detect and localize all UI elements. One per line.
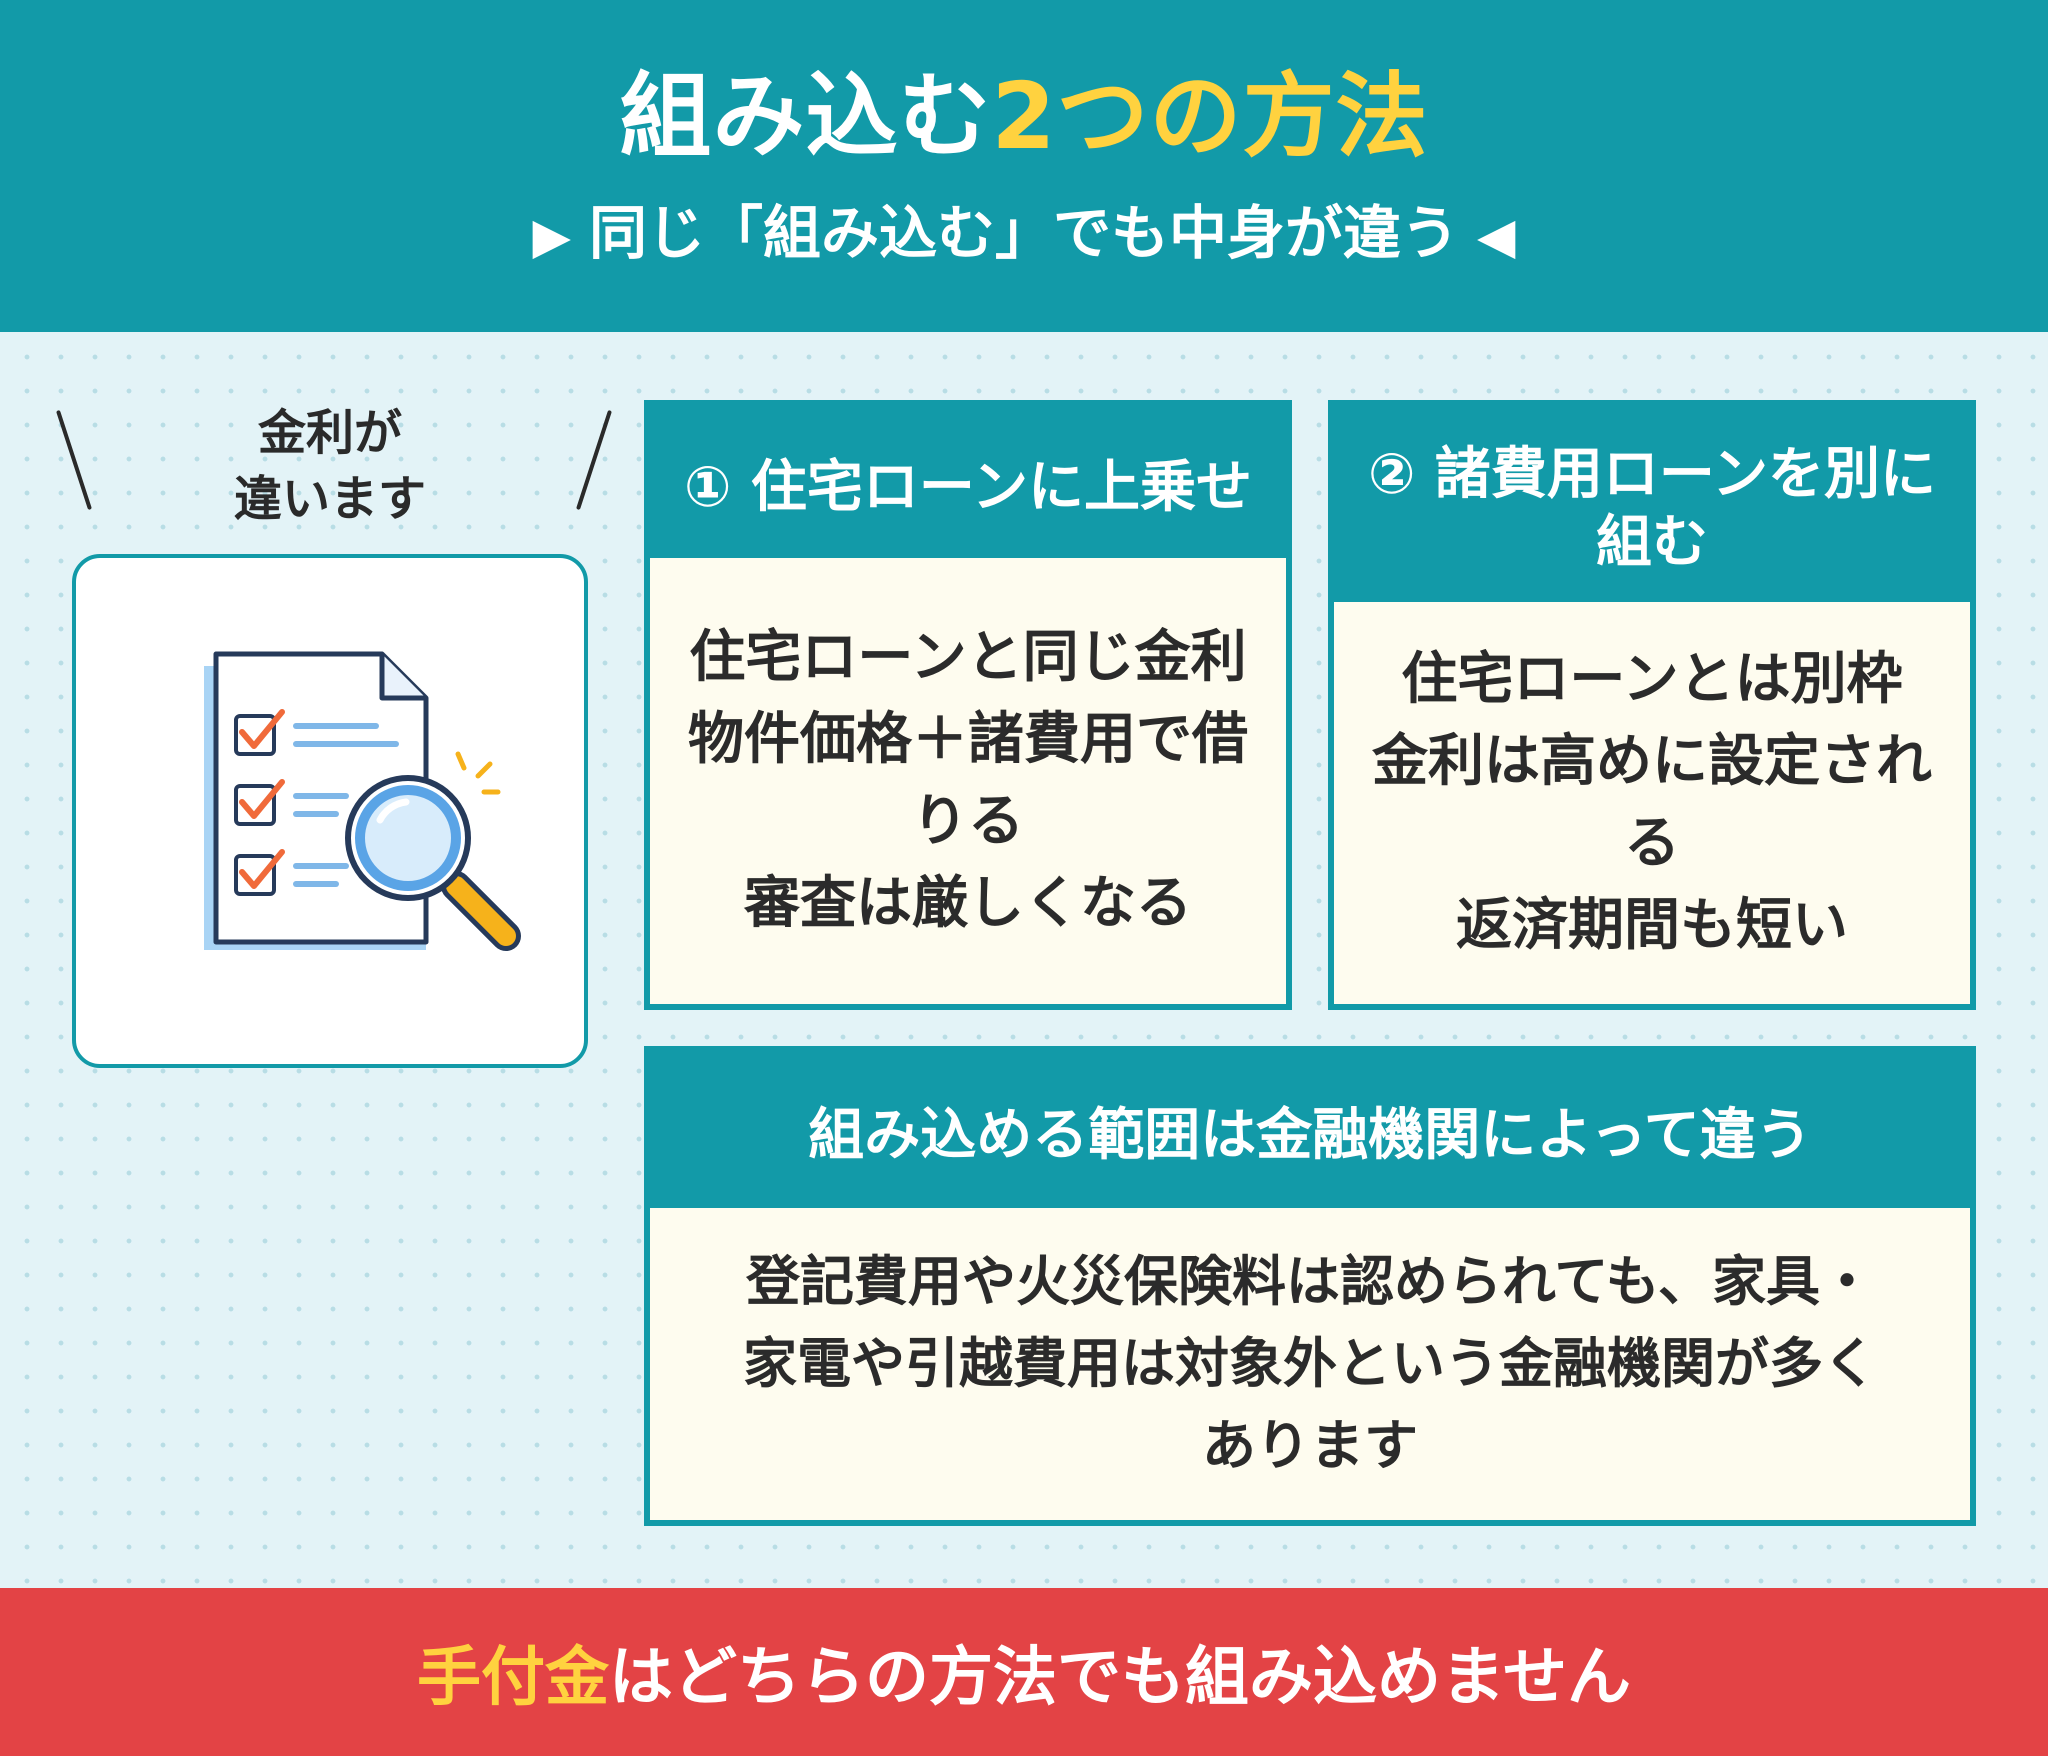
- emphasis-line-left: [56, 409, 92, 511]
- aside-label-line1: 金利が: [257, 405, 402, 461]
- subtitle-text: 同じ「組み込む」でも中身が違う: [588, 199, 1459, 267]
- footer-text: はどちらの方法でも組み込めません: [608, 1641, 1632, 1715]
- card-method-2-body: 住宅ローンとは別枠 金利は高めに設定され る 返済期間も短い: [1334, 602, 1970, 1004]
- card-scope-note: 組み込める範囲は金融機関によって違う 登記費用や火災保険料は認められても、家具・…: [644, 1046, 1976, 1526]
- aside-label-line2: 違います: [233, 471, 426, 527]
- page-subtitle: ▶ 同じ「組み込む」でも中身が違う ◀: [0, 198, 2048, 271]
- card-scope-note-body: 登記費用や火災保険料は認められても、家具・ 家電や引越費用は対象外という金融機関…: [650, 1208, 1970, 1520]
- left-triangle-icon: ◀: [1477, 207, 1516, 265]
- card-method-2-title-line1: ② 諸費用ローンを別に: [1367, 442, 1937, 507]
- checklist-magnifier-icon: [204, 651, 521, 951]
- page-title: 組み込む2つの方法: [0, 62, 2048, 172]
- aside-label: 金利が 違います: [200, 400, 460, 532]
- emphasis-line-right: [576, 409, 612, 511]
- card-method-2-title: ② 諸費用ローンを別に 組む: [1334, 406, 1970, 602]
- card-method-2-line: 住宅ローンとは別枠: [1401, 647, 1903, 712]
- card-method-1-line: 審査は厳しくなる: [744, 871, 1192, 936]
- card-method-2-line: 金利は高めに設定され: [1372, 729, 1932, 794]
- footer-highlight: 手付金: [416, 1641, 609, 1715]
- card-method-2-title-line2: 組む: [1596, 510, 1708, 575]
- card-scope-note-line: あります: [1202, 1414, 1418, 1477]
- card-method-2-line: 返済期間も短い: [1456, 893, 1848, 958]
- icon-card: [72, 554, 588, 1068]
- card-method-1: ① 住宅ローンに上乗せ 住宅ローンと同じ金利 物件価格＋諸費用で借 りる 審査は…: [644, 400, 1292, 1010]
- card-method-2: ② 諸費用ローンを別に 組む 住宅ローンとは別枠 金利は高めに設定され る 返済…: [1328, 400, 1976, 1010]
- title-highlight: 2つの方法: [991, 63, 1429, 170]
- card-method-1-line: 住宅ローンと同じ金利: [689, 625, 1247, 690]
- card-scope-note-title: 組み込める範囲は金融機関によって違う: [808, 1102, 1812, 1168]
- card-method-1-body: 住宅ローンと同じ金利 物件価格＋諸費用で借 りる 審査は厳しくなる: [650, 558, 1286, 1004]
- right-triangle-icon: ▶: [532, 207, 571, 265]
- card-scope-note-line: 登記費用や火災保険料は認められても、家具・: [745, 1250, 1875, 1313]
- header-banner: 組み込む2つの方法 ▶ 同じ「組み込む」でも中身が違う ◀: [0, 0, 2048, 332]
- title-main: 組み込む: [619, 63, 992, 170]
- card-method-1-line: 物件価格＋諸費用で借: [688, 707, 1248, 772]
- card-method-2-line: る: [1624, 811, 1680, 876]
- card-method-1-line: りる: [912, 789, 1024, 854]
- footer-banner: 手付金はどちらの方法でも組み込めません: [0, 1588, 2048, 1756]
- card-scope-note-line: 家電や引越費用は対象外という金融機関が多く: [743, 1332, 1877, 1395]
- card-method-1-title: ① 住宅ローンに上乗せ: [683, 454, 1253, 520]
